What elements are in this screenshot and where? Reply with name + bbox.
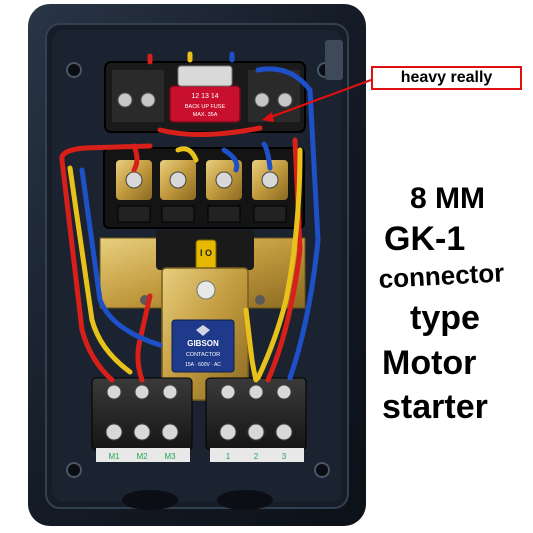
contactor-rating: 15A · 600V · AC	[185, 362, 221, 368]
callout-arrow	[262, 79, 372, 122]
bottom-terminal-blocks: M1 M2 M3 1 2 3	[91, 377, 307, 462]
caption-line-1: 8 MM	[410, 182, 485, 215]
terminal-label-m3: M3	[164, 452, 176, 461]
caption-line-6: starter	[382, 388, 488, 426]
caption-line-5: Motor	[382, 344, 477, 382]
caption-line-4: type	[410, 299, 480, 337]
caption-line-3: connector	[377, 257, 505, 294]
contactor-type-text: CONTACTOR	[186, 352, 220, 358]
relay-dial-numbers: 12 13 14	[191, 93, 218, 100]
wiring	[59, 51, 321, 383]
contactor-indicator: I O	[200, 248, 212, 258]
contactor-body: I O GIBSON CONTACTOR 15A · 600V · AC	[156, 230, 254, 401]
caption-line-2: GK-1	[384, 220, 466, 258]
terminal-label-m2: M2	[136, 452, 148, 461]
relay-dial: 12 13 14 BACK UP FUSE MAX. 35A	[169, 65, 241, 123]
relay-dial-label1: BACK UP FUSE	[185, 104, 226, 110]
terminal-label-3: 3	[282, 452, 287, 461]
contactor-top-terminals	[103, 147, 305, 229]
terminal-label-1: 1	[226, 452, 231, 461]
callout-heavy-really: heavy really	[371, 66, 522, 90]
terminal-label-2: 2	[254, 452, 259, 461]
contactor-brand: GIBSON	[187, 339, 219, 348]
relay-dial-label2: MAX. 35A	[193, 112, 218, 118]
terminal-label-m1: M1	[108, 452, 120, 461]
